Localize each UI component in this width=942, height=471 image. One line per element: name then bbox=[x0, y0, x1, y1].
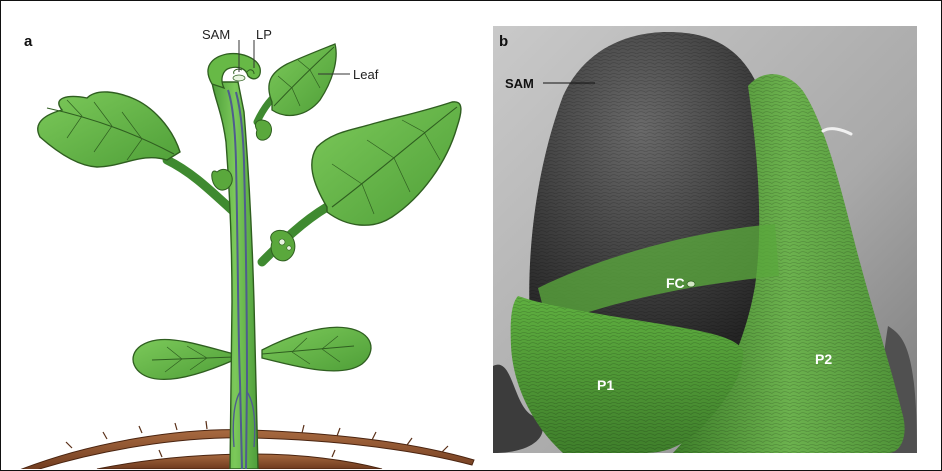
axillary-buds bbox=[211, 119, 296, 262]
primordium-p2 bbox=[673, 74, 905, 453]
primordium-p1 bbox=[510, 296, 744, 453]
label-sam-b: SAM bbox=[505, 76, 534, 91]
sem-lower-left-tissue bbox=[493, 364, 543, 453]
label-p2: P2 bbox=[815, 351, 832, 367]
fc-band bbox=[538, 224, 779, 326]
upper-right-leaf bbox=[253, 43, 337, 126]
leader-lines bbox=[238, 40, 350, 75]
label-sam: SAM bbox=[202, 27, 230, 42]
shoot-apex bbox=[207, 52, 261, 90]
label-p1: P1 bbox=[597, 377, 614, 393]
plant-illustration: a SAM LP Leaf bbox=[20, 27, 475, 469]
panel-b-letter: b bbox=[499, 33, 508, 50]
lower-leaves bbox=[132, 326, 372, 380]
trichome bbox=[821, 127, 853, 136]
sem-micrograph: b SAM FC P1 P2 bbox=[493, 26, 917, 453]
label-leaf: Leaf bbox=[353, 67, 379, 82]
fc-marker bbox=[686, 280, 696, 288]
main-stem bbox=[211, 81, 259, 469]
panel-a-plant-diagram: a SAM LP Leaf bbox=[2, 2, 488, 469]
right-leaf bbox=[257, 101, 462, 267]
panel-b-sem-image: b SAM FC P1 P2 bbox=[493, 26, 917, 453]
panel-a-letter: a bbox=[24, 33, 33, 50]
left-leaf bbox=[37, 91, 239, 217]
label-lp: LP bbox=[256, 27, 272, 42]
label-fc: FC bbox=[666, 275, 685, 291]
